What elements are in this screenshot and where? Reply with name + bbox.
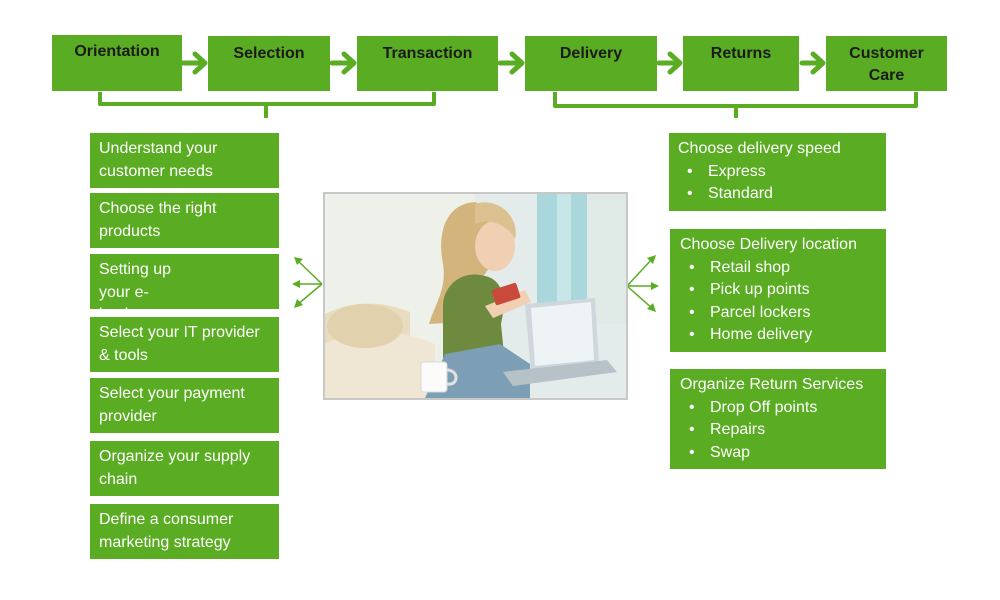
stage-delivery: Delivery bbox=[525, 36, 657, 91]
step-define-marketing-strategy: Define a consumer marketing strategy bbox=[90, 504, 279, 559]
list-item: Repairs bbox=[680, 419, 877, 442]
stage-returns: Returns bbox=[683, 36, 799, 91]
step-text: Organize your supply chain bbox=[99, 448, 251, 488]
shopper-illustration bbox=[325, 194, 626, 398]
list-item: Drop Off points bbox=[680, 397, 877, 420]
step-text: Define a consumer marketing strategy bbox=[99, 511, 234, 551]
shopper-photo bbox=[323, 192, 628, 400]
group-title: Choose Delivery location bbox=[680, 236, 857, 253]
stage-label: Selection bbox=[233, 45, 305, 62]
stage-selection: Selection bbox=[208, 36, 330, 91]
list-item: Parcel lockers bbox=[680, 302, 877, 325]
list-item: Home delivery bbox=[680, 324, 877, 347]
step-text: Choose the right products bbox=[99, 200, 217, 240]
stage-orientation: Orientation bbox=[52, 35, 182, 91]
step-choose-products: Choose the right products bbox=[90, 193, 279, 248]
step-text: Setting up your e-business bbox=[99, 261, 172, 323]
arrowhead-stage-3-4 bbox=[509, 51, 525, 75]
group-delivery-speed: Choose delivery speed Express Standard bbox=[669, 133, 886, 211]
step-text: Select your payment provider bbox=[99, 385, 245, 425]
stage-label: Returns bbox=[710, 45, 772, 62]
arrowhead-stage-1-2 bbox=[192, 51, 208, 75]
step-understand-customer-needs: Understand your customer needs bbox=[90, 133, 279, 188]
stage-label: Transaction bbox=[382, 45, 473, 62]
step-select-it-provider: Select your IT provider & tools bbox=[90, 317, 279, 372]
arrowhead-stage-5-6 bbox=[810, 51, 826, 75]
step-setting-up-e-business: Setting up your e-business bbox=[90, 254, 279, 323]
group-list: Retail shop Pick up points Parcel locker… bbox=[680, 257, 877, 347]
group-title: Choose delivery speed bbox=[678, 140, 841, 157]
stage-label: Orientation bbox=[74, 43, 160, 60]
stage-transaction: Transaction bbox=[357, 36, 498, 91]
group-list: Express Standard bbox=[678, 161, 877, 206]
stage-label: Customer Care bbox=[849, 45, 924, 84]
group-title: Organize Return Services bbox=[680, 376, 864, 393]
arrowhead-stage-2-3 bbox=[341, 51, 357, 75]
list-item: Pick up points bbox=[680, 279, 877, 302]
bracket-right-group bbox=[553, 92, 918, 118]
list-item: Express bbox=[678, 161, 877, 184]
stage-label: Delivery bbox=[559, 45, 623, 62]
group-return-services: Organize Return Services Drop Off points… bbox=[670, 369, 886, 469]
list-item: Retail shop bbox=[680, 257, 877, 280]
group-delivery-location: Choose Delivery location Retail shop Pic… bbox=[670, 229, 886, 352]
group-list: Drop Off points Repairs Swap bbox=[680, 397, 877, 465]
stage-customer-care: Customer Care bbox=[826, 36, 947, 91]
step-text: Select your IT provider & tools bbox=[99, 324, 260, 364]
list-item: Standard bbox=[678, 183, 877, 206]
step-select-payment-provider: Select your payment provider bbox=[90, 378, 279, 433]
bracket-left-group bbox=[98, 92, 436, 118]
list-item: Swap bbox=[680, 442, 877, 465]
arrowhead-stage-4-5 bbox=[667, 51, 683, 75]
step-organize-supply-chain: Organize your supply chain bbox=[90, 441, 279, 496]
step-text: Understand your customer needs bbox=[99, 140, 218, 180]
